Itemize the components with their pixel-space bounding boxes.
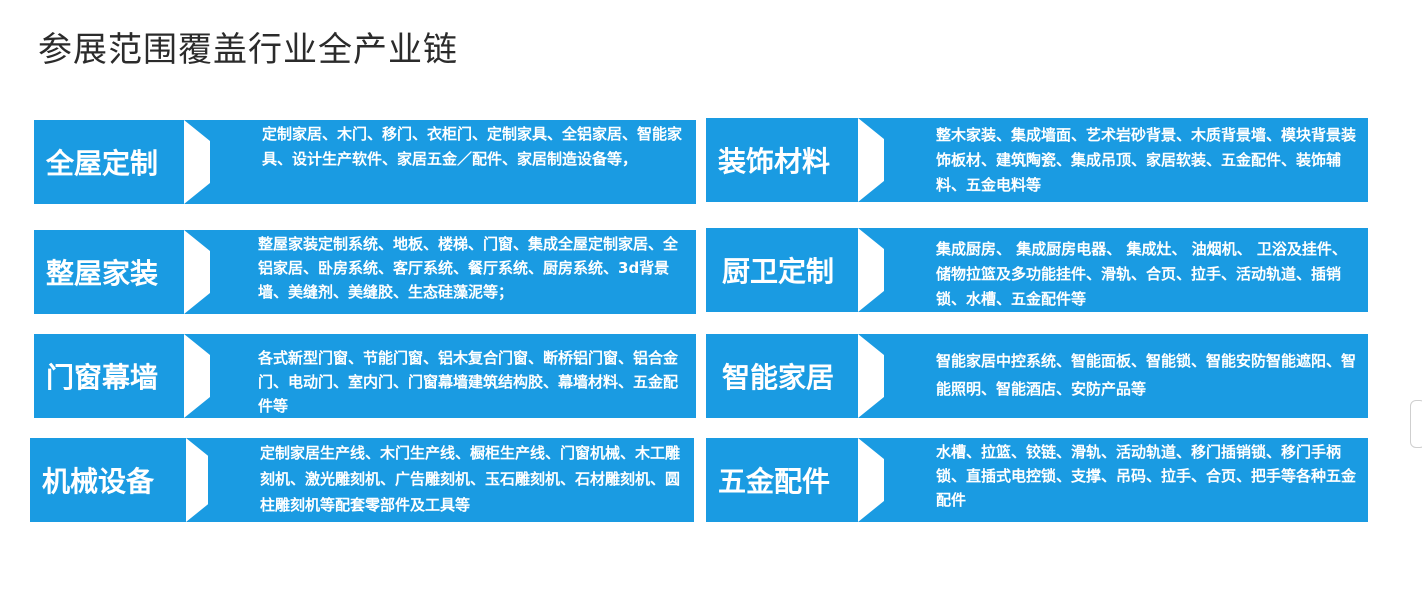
category-label: 装饰材料: [706, 118, 858, 202]
category-label: 五金配件: [706, 438, 858, 522]
category-description: 整屋家装定制系统、地板、楼梯、门窗、集成全屋定制家居、全铝家居、卧房系统、客厅系…: [210, 230, 696, 314]
category-description: 定制家居生产线、木门生产线、橱柜生产线、门窗机械、木工雕刻机、激光雕刻机、广告雕…: [208, 438, 694, 522]
category-label: 全屋定制: [34, 120, 184, 204]
category-label: 厨卫定制: [706, 228, 858, 312]
category-label: 机械设备: [30, 438, 186, 522]
category-description: 集成厨房、 集成厨房电器、 集成灶、 油烟机、 卫浴及挂件、 储物拉篮及多功能挂…: [884, 228, 1368, 312]
page-title: 参展范围覆盖行业全产业链: [38, 30, 458, 70]
category-label: 智能家居: [706, 334, 858, 418]
category-description: 各式新型门窗、节能门窗、铝木复合门窗、断桥铝门窗、铝合金门、电动门、室内门、门窗…: [210, 334, 696, 418]
side-scroll-tab[interactable]: [1410, 400, 1422, 448]
category-description: 智能家居中控系统、智能面板、智能锁、智能安防智能遮阳、智能照明、智能酒店、安防产…: [884, 334, 1368, 418]
category-label: 整屋家装: [34, 230, 184, 314]
category-description: 整木家装、集成墙面、艺术岩砂背景、木质背景墙、模块背景装饰板材、建筑陶瓷、集成吊…: [884, 118, 1368, 202]
category-description: 水槽、拉篮、铰链、滑轨、活动轨道、移门插销锁、移门手柄锁、直插式电控锁、支撑、吊…: [884, 438, 1368, 522]
category-label: 门窗幕墙: [34, 334, 184, 418]
category-description: 定制家居、木门、移门、衣柜门、定制家具、全铝家居、智能家具、设计生产软件、家居五…: [210, 120, 696, 204]
